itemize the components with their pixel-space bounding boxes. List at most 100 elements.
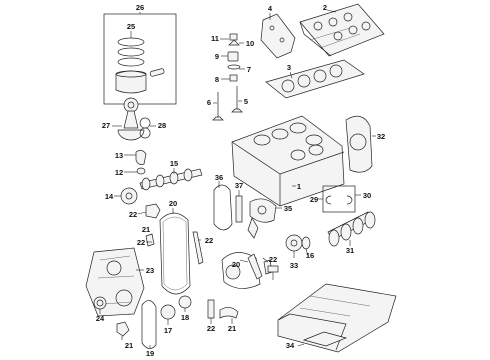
sensor-21 xyxy=(116,321,130,337)
guide-21-lower xyxy=(219,307,239,319)
cam-cover-group xyxy=(260,13,296,59)
callout-19: 19 xyxy=(146,349,154,358)
piston-ring-2 xyxy=(117,47,145,57)
spring-seat xyxy=(227,64,241,70)
callout-22-mid: 22 xyxy=(137,238,145,247)
timing-chain-group xyxy=(145,208,204,295)
camshaft-group xyxy=(114,150,203,205)
piston-pin xyxy=(149,68,165,77)
callout-24: 24 xyxy=(96,314,105,323)
timing-chain-lower xyxy=(221,252,261,289)
callout-22-right: 22 xyxy=(205,236,213,245)
front-crank-seal xyxy=(93,296,107,310)
piston xyxy=(115,70,147,94)
callout-4: 4 xyxy=(268,4,273,13)
crank-sprocket-33 xyxy=(285,234,303,252)
callout-20-lower: 20 xyxy=(232,260,240,269)
callout-11: 11 xyxy=(211,34,219,43)
chain-guide-37 xyxy=(235,195,243,223)
oil-pan xyxy=(277,283,397,353)
camshaft-adjuster-13 xyxy=(135,150,147,165)
callout-18: 18 xyxy=(181,313,189,322)
crank-sprocket-group xyxy=(285,234,311,258)
chain-guide-21 xyxy=(247,253,263,280)
rod-bearing xyxy=(139,117,151,139)
callout-14: 14 xyxy=(105,192,114,201)
head-gasket-group xyxy=(265,59,365,99)
callout-6: 6 xyxy=(207,98,211,107)
callout-25: 25 xyxy=(127,22,135,31)
valve-train-group xyxy=(212,33,245,121)
cylinder-head-group xyxy=(299,3,385,57)
valve-keeper xyxy=(228,39,240,46)
piston-kit-group xyxy=(103,12,177,105)
rear-cover-group xyxy=(345,115,376,173)
callout-35: 35 xyxy=(284,204,292,213)
camshaft-sprocket xyxy=(120,187,138,205)
chain-guide-22 xyxy=(192,231,204,265)
valve-lifter-11 xyxy=(229,33,238,41)
camshaft-position-sensor xyxy=(145,203,161,219)
oil-pump-35 xyxy=(249,198,277,223)
callout-7: 7 xyxy=(247,65,251,74)
pulley-17 xyxy=(160,304,176,320)
callout-12: 12 xyxy=(115,168,123,177)
callout-34: 34 xyxy=(286,341,295,350)
callout-22-tensioner: 22 xyxy=(269,255,277,264)
piston-ring-3 xyxy=(117,57,145,67)
callout-9: 9 xyxy=(215,52,219,61)
timing-chain-19 xyxy=(141,300,157,349)
connecting-rod xyxy=(117,129,145,141)
callout-22-bottom: 22 xyxy=(207,324,215,333)
callout-28: 28 xyxy=(158,121,166,130)
callout-21-lower: 21 xyxy=(125,341,133,350)
callout-33: 33 xyxy=(290,261,298,270)
callout-21-bottom: 21 xyxy=(228,324,236,333)
oil-pan-group xyxy=(277,283,397,353)
callout-30: 30 xyxy=(363,191,371,200)
callout-5: 5 xyxy=(244,97,248,106)
engine-block xyxy=(231,115,345,207)
connecting-rod-group xyxy=(112,97,156,141)
callout-17: 17 xyxy=(164,326,172,335)
callout-36: 36 xyxy=(215,173,223,182)
callout-27: 27 xyxy=(102,121,110,130)
crankshaft-group xyxy=(318,185,376,247)
callout-2: 2 xyxy=(323,3,327,12)
front-seal-group xyxy=(93,296,107,314)
guide-22-lower xyxy=(207,299,215,319)
engine-block-group xyxy=(231,115,345,207)
seal-12 xyxy=(136,167,146,175)
balance-chain-36 xyxy=(213,184,233,231)
callout-29: 29 xyxy=(310,195,318,204)
callout-23: 23 xyxy=(146,266,154,275)
oil-pump-group xyxy=(213,181,282,239)
timing-chain-20 xyxy=(159,212,191,295)
sprocket-18 xyxy=(178,295,192,309)
valve-seal xyxy=(229,74,238,82)
callout-20-upper: 20 xyxy=(169,199,177,208)
spacer-16 xyxy=(301,236,311,250)
callout-31: 31 xyxy=(346,246,354,255)
lower-chain-group xyxy=(221,252,279,289)
bottom-parts-group xyxy=(116,295,239,349)
chain-tensioner-21 xyxy=(145,233,155,247)
callout-8: 8 xyxy=(215,75,219,84)
callout-32: 32 xyxy=(377,132,385,141)
callout-10: 10 xyxy=(246,39,254,48)
callout-15: 15 xyxy=(170,159,178,168)
rear-main-seal-cover xyxy=(345,115,373,173)
cylinder-head xyxy=(299,3,385,57)
piston-ring-1 xyxy=(117,37,145,47)
callout-37: 37 xyxy=(235,181,243,190)
valve-spring xyxy=(227,51,239,62)
callout-21-upper: 21 xyxy=(142,225,150,234)
cam-sensor-group xyxy=(137,203,161,219)
callout-1: 1 xyxy=(297,182,301,191)
callout-13: 13 xyxy=(115,151,123,160)
oil-pan-gasket xyxy=(302,331,348,347)
bolt-33 xyxy=(267,265,279,273)
callout-3: 3 xyxy=(287,63,291,72)
camshaft-cover xyxy=(260,13,296,59)
